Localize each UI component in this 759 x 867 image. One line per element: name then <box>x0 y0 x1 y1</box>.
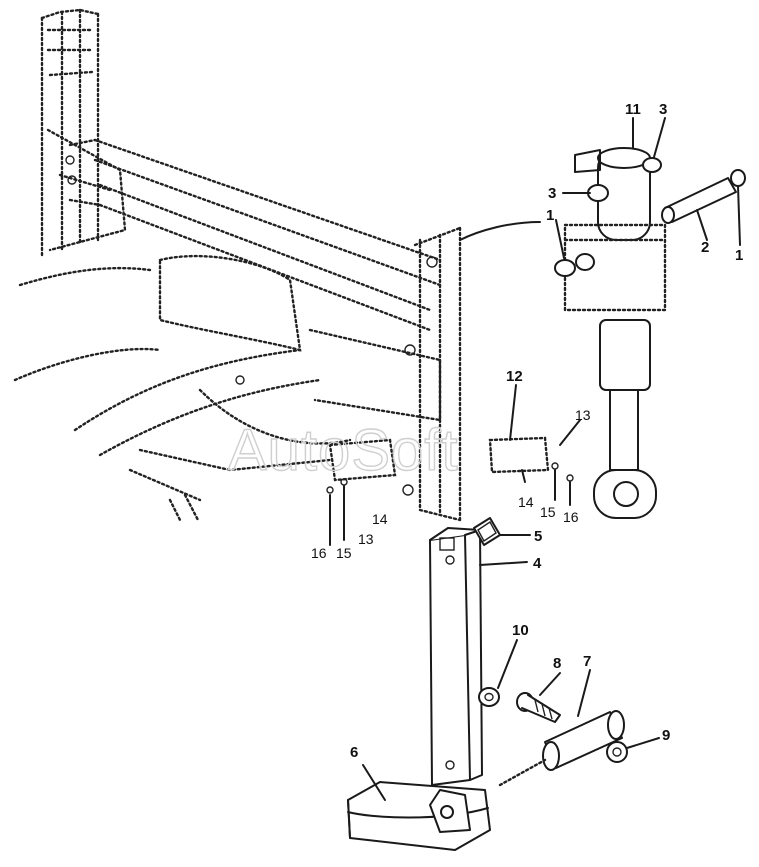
nut-3-upper <box>642 157 662 173</box>
callout-2: 2 <box>701 239 709 256</box>
callout-6: 6 <box>350 744 358 761</box>
callout-5: 5 <box>534 528 542 545</box>
watermark: AutoSoft <box>228 418 458 483</box>
callout-3-top: 3 <box>659 101 667 118</box>
washer-10 <box>478 687 500 707</box>
washer-1-left <box>554 253 595 277</box>
callout-1-left: 1 <box>546 207 554 224</box>
bolt-set-right <box>551 462 574 506</box>
nut-9 <box>606 741 628 763</box>
callout-11: 11 <box>625 101 641 118</box>
callout-8: 8 <box>553 655 561 672</box>
callout-15-right: 15 <box>540 504 556 520</box>
foot-pad <box>347 781 491 851</box>
callout-15-left: 15 <box>336 545 352 561</box>
callout-3-mid: 3 <box>548 185 556 202</box>
pin-7 <box>542 710 625 771</box>
callout-1-right: 1 <box>735 247 743 264</box>
callout-4: 4 <box>533 555 542 572</box>
bolt-set-left <box>326 478 348 546</box>
vehicle-frame <box>13 8 550 522</box>
callout-12: 12 <box>506 368 523 385</box>
callout-13-right: 13 <box>575 407 591 423</box>
callout-14-right: 14 <box>518 494 534 510</box>
callout-7: 7 <box>583 653 591 670</box>
callout-13-left: 13 <box>358 531 374 547</box>
wear-pad <box>473 517 501 546</box>
callout-16-left: 16 <box>311 545 327 561</box>
pin-2 <box>661 169 746 224</box>
leader-lines <box>362 117 741 801</box>
callout-labels: 11 3 3 1 2 1 12 13 14 15 16 14 13 15 16 … <box>311 101 743 761</box>
bolt-8 <box>516 692 561 723</box>
callout-16-right: 16 <box>563 509 579 525</box>
callout-9: 9 <box>662 727 670 744</box>
hydraulic-cylinder <box>563 147 667 519</box>
callout-14-left: 14 <box>372 511 388 527</box>
hydraulic-hose <box>459 221 541 241</box>
support-leg-tube <box>429 527 483 786</box>
callout-10: 10 <box>512 622 529 639</box>
